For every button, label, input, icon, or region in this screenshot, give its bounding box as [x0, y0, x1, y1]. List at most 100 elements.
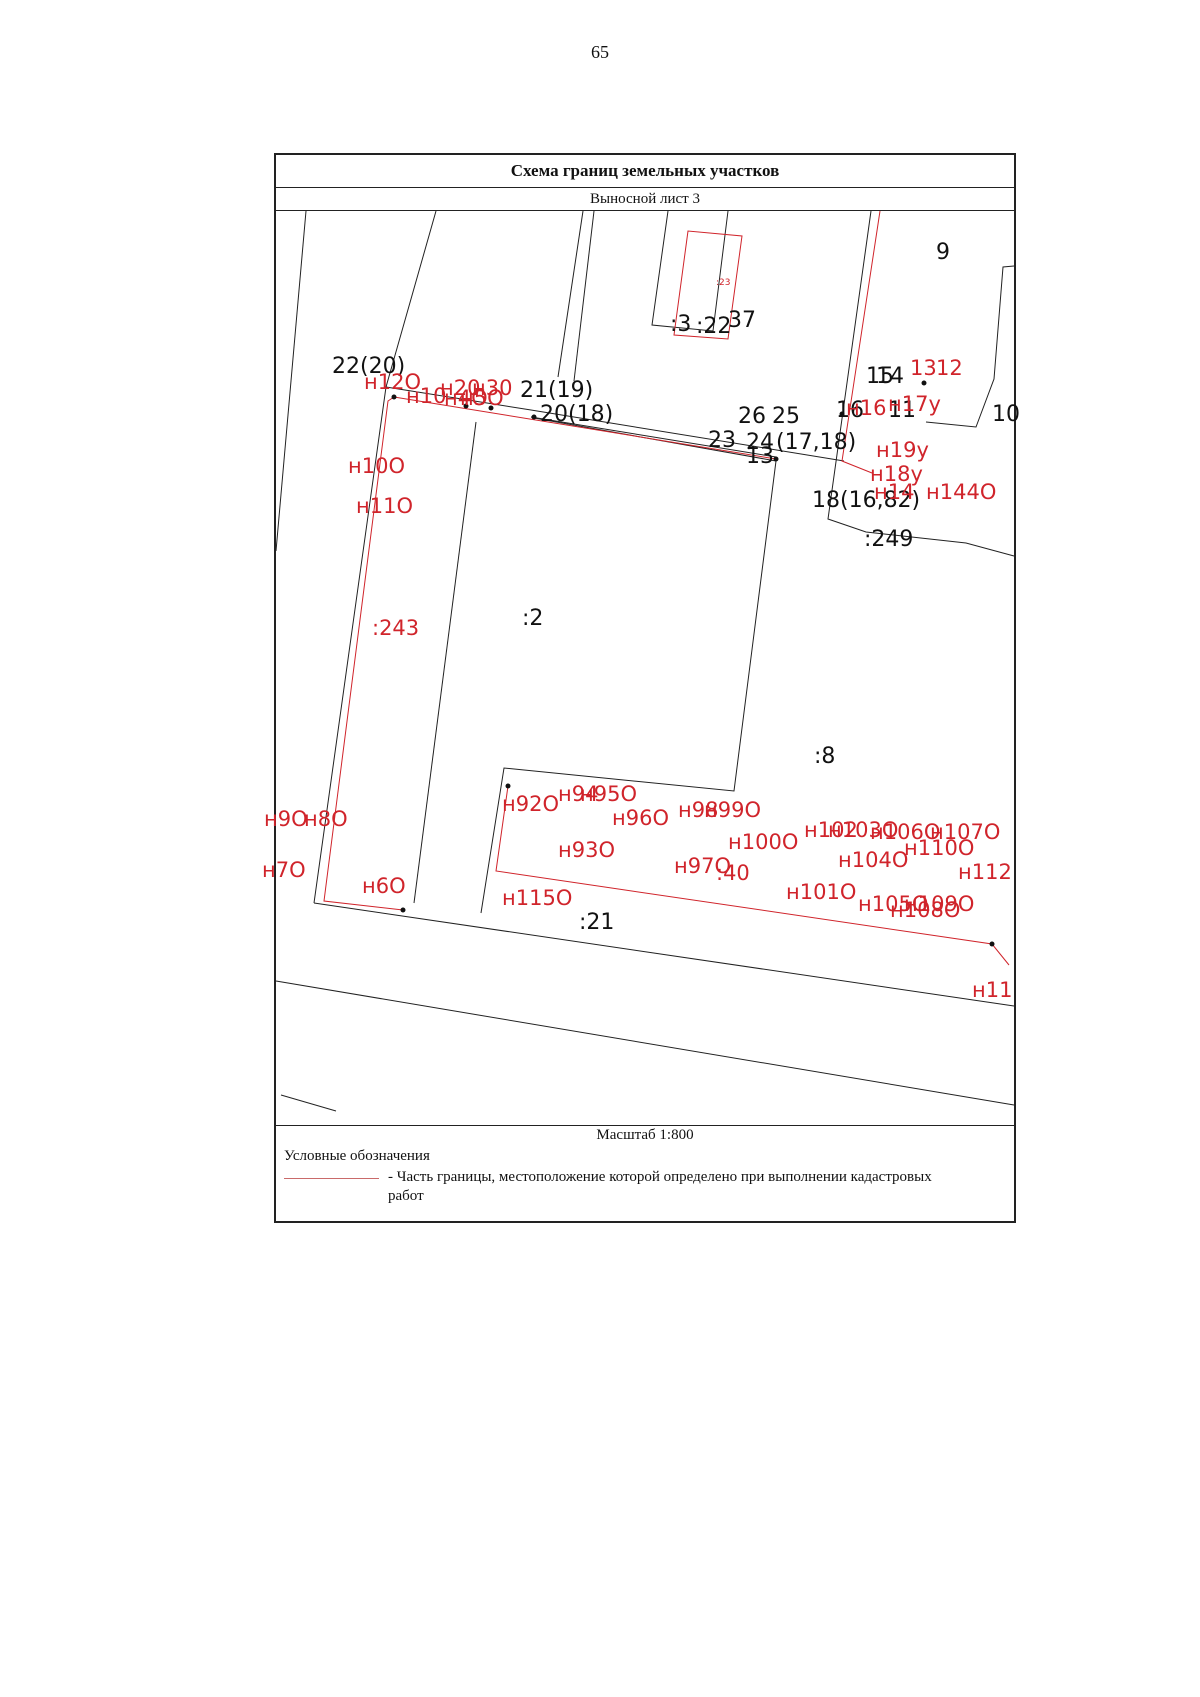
point-label: 9	[936, 240, 950, 265]
survey-point-label: н96О	[612, 806, 669, 830]
survey-point-label: н95О	[580, 782, 637, 806]
survey-point-label: н100О	[728, 830, 798, 854]
survey-point-label: н105О	[858, 892, 928, 916]
survey-point	[505, 783, 511, 789]
point-label: 11	[888, 398, 916, 423]
boundary-line	[275, 980, 1015, 1106]
survey-point-label: н93О	[558, 838, 615, 862]
survey-point-label: н106О	[870, 820, 940, 844]
point-label: 23	[708, 428, 736, 453]
point-label: 14	[876, 364, 904, 389]
parcel-label: :3	[670, 312, 691, 337]
survey-point	[839, 411, 845, 417]
survey-point-label: н5О	[460, 386, 504, 410]
building-outline	[651, 210, 729, 332]
survey-point-label: н8О	[304, 807, 348, 831]
survey-point-label: н10О	[348, 454, 405, 478]
survey-line	[841, 210, 881, 474]
survey-point-label: 12	[936, 356, 963, 380]
parcel-outline	[413, 421, 477, 904]
legend-line-sample	[284, 1178, 379, 1179]
survey-point-label: н97О	[674, 854, 731, 878]
point-label: 25	[772, 404, 800, 429]
scheme-title: Схема границ земельных участков	[276, 155, 1014, 188]
page-number: 65	[591, 42, 609, 62]
survey-point-label: н6О	[362, 874, 406, 898]
boundary-line	[275, 210, 307, 552]
parcel-label: :21	[579, 910, 614, 935]
survey-point-label: н112	[958, 860, 1012, 884]
survey-point-label: н17у	[888, 392, 941, 416]
survey-point-label: н110О	[904, 836, 974, 860]
survey-point-label: н16	[846, 396, 886, 420]
point-label: 22(20)	[332, 354, 405, 379]
survey-point-label: н109О	[904, 892, 974, 916]
survey-point-label: н108О	[890, 898, 960, 922]
survey-point-label: н19у	[876, 438, 929, 462]
point-label: 13	[746, 444, 774, 469]
map-scale: Масштаб 1:800	[596, 1127, 694, 1143]
survey-point-label: н98	[678, 798, 718, 822]
survey-point	[391, 394, 397, 400]
boundary-line	[557, 210, 584, 378]
point-label: 18(16,82)	[812, 488, 920, 513]
survey-point-label: н92О	[502, 792, 559, 816]
point-label: 20(18)	[540, 402, 613, 427]
point-label: 24	[746, 430, 774, 455]
survey-point	[989, 941, 995, 947]
survey-point-label: 13	[910, 356, 937, 380]
survey-line	[393, 396, 777, 460]
point-label: 21(19)	[520, 378, 593, 403]
point-label: 10	[992, 402, 1020, 427]
scheme-frame: Схема границ земельных участков Выносной…	[262, 153, 1020, 1223]
survey-point	[773, 456, 779, 462]
survey-point	[400, 907, 406, 913]
scheme-subtitle: Выносной лист 3	[276, 188, 1014, 211]
road-line	[385, 386, 845, 462]
survey-point	[921, 380, 927, 386]
survey-point-label: н30	[472, 376, 512, 400]
survey-point-label: н12О	[364, 370, 421, 394]
point-label: 15	[866, 364, 894, 389]
survey-point-label: н107О	[930, 820, 1000, 844]
survey-point-label: н94	[558, 782, 598, 806]
boundary-line	[925, 265, 1015, 428]
parcel-label-red: :40	[716, 861, 750, 885]
boundary-line	[280, 1094, 337, 1112]
parcel-label: :8	[814, 744, 835, 769]
boundary-line	[313, 210, 437, 904]
survey-point-label: н115О	[502, 886, 572, 910]
boundary-line	[313, 902, 1015, 1007]
point-label: 37	[728, 308, 756, 333]
road-line	[530, 416, 777, 458]
survey-point-label: н7О	[262, 858, 306, 882]
survey-point-label: н104О	[838, 848, 908, 872]
survey-point-label: н103О	[828, 818, 898, 842]
map-drawing: :23 :3 :22 :243 :2 :249 :8 :40 :21 9 37 …	[262, 210, 1020, 1112]
survey-point-label: н10	[406, 384, 446, 408]
point-label: 26	[738, 404, 766, 429]
legend-title: Условные обозначения	[284, 1148, 430, 1164]
survey-line	[323, 396, 404, 911]
parcel-label: :2	[522, 606, 543, 631]
survey-point-label: н11	[972, 978, 1012, 1002]
legend-description: - Часть границы, местоположение которой …	[388, 1169, 932, 1204]
survey-point-label: н14	[874, 480, 914, 504]
boundary-line	[573, 210, 595, 382]
parcel-outline	[480, 417, 777, 914]
survey-point-label: н11О	[356, 494, 413, 518]
parcel-label: :22	[696, 314, 731, 339]
survey-point-label: н102	[804, 818, 858, 842]
survey-point	[463, 403, 469, 409]
point-label: 16	[836, 398, 864, 423]
survey-point-label: н144О	[926, 480, 996, 504]
survey-line	[495, 785, 1010, 966]
survey-point-label: н4О	[444, 386, 488, 410]
survey-point	[531, 414, 537, 420]
survey-point-label: н20	[440, 376, 480, 400]
survey-point-label: н9О	[264, 807, 308, 831]
parcel-label-red: :23	[716, 278, 730, 288]
survey-point-label: н101О	[786, 880, 856, 904]
survey-point-label: н18у	[870, 462, 923, 486]
survey-line	[673, 230, 743, 340]
